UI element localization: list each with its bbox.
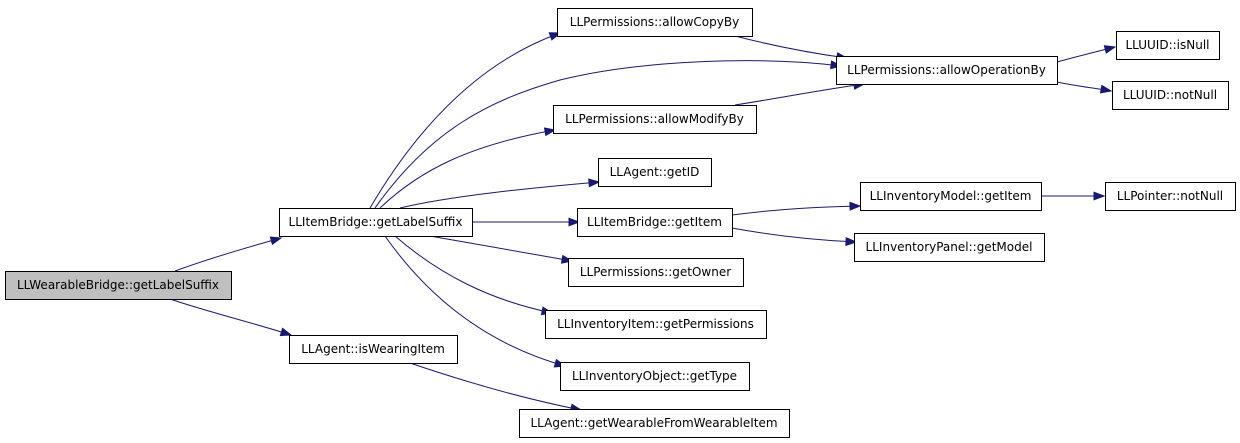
node-label: LLInventoryItem::getPermissions: [557, 317, 754, 331]
edge-n1-n8: [429, 235, 574, 264]
arrowhead-icon: [1093, 191, 1106, 201]
node-label: LLPermissions::getOwner: [580, 265, 731, 279]
edge-line: [394, 235, 553, 314]
edge-n1-n5: [379, 127, 557, 209]
edge-line: [731, 205, 861, 216]
edge-n7-n15: [731, 227, 858, 247]
node-box: [1112, 81, 1229, 110]
node-box: [577, 208, 733, 237]
node-box: [545, 310, 767, 339]
node-llagent-getwearablefromwearableitem[interactable]: LLAgent::getWearableFromWearableItem: [519, 409, 790, 438]
edge-n7-n14: [731, 201, 862, 216]
node-box: [568, 258, 744, 287]
edge-n4-n12: [1056, 45, 1117, 63]
edge-line: [399, 181, 600, 209]
node-label: LLAgent::getWearableFromWearableItem: [530, 416, 777, 430]
edge-line: [374, 60, 842, 209]
node-box: [836, 56, 1058, 85]
node-llagent-getid[interactable]: LLAgent::getID: [598, 158, 712, 187]
arrowhead-icon: [568, 217, 581, 227]
node-llinventoryitem-getpermissions[interactable]: LLInventoryItem::getPermissions: [545, 310, 767, 339]
node-label: LLUUID::isNull: [1125, 38, 1209, 52]
node-llitembridge-getitem[interactable]: LLItemBridge::getItem: [577, 208, 733, 237]
node-label: LLPermissions::allowModifyBy: [565, 112, 744, 126]
nodes-layer: LLWearableBridge::getLabelSuffix LLItemBr…: [5, 8, 1236, 438]
edge-line: [734, 35, 848, 59]
edge-line: [169, 298, 292, 336]
edge-n1-n9: [394, 235, 554, 316]
edge-line: [731, 227, 857, 243]
arrowhead-icon: [849, 201, 862, 211]
node-llpointer-notnull[interactable]: LLPointer::notNull: [1105, 182, 1236, 211]
node-label: LLPermissions::allowCopyBy: [570, 15, 739, 29]
node-label: LLItemBridge::getItem: [587, 215, 722, 229]
node-label: LLItemBridge::getLabelSuffix: [289, 215, 463, 229]
node-llagent-iswearingitem[interactable]: LLAgent::isWearingItem: [289, 335, 458, 364]
node-llpermissions-allowcopyby[interactable]: LLPermissions::allowCopyBy: [557, 8, 753, 37]
edge-n2-n11: [409, 362, 583, 413]
edge-line: [384, 235, 566, 367]
edge-n0-n2: [169, 298, 293, 337]
edge-line: [369, 32, 561, 209]
node-llitembridge-getlabelsuffix[interactable]: LLItemBridge::getLabelSuffix: [279, 208, 473, 237]
edge-n0-n1: [174, 236, 283, 272]
node-box: [854, 233, 1045, 262]
edge-n4-n13: [1056, 81, 1113, 94]
node-label: LLInventoryPanel::getModel: [866, 240, 1033, 254]
arrowhead-icon: [1103, 45, 1117, 54]
arrowhead-icon: [269, 236, 283, 246]
edge-n3-n4: [734, 35, 849, 62]
node-box: [1105, 182, 1236, 211]
node-llinventorymodel-getitem[interactable]: LLInventoryModel::getItem: [860, 182, 1042, 211]
edge-line: [409, 362, 582, 411]
node-label: LLPermissions::allowOperationBy: [847, 63, 1046, 77]
node-box: [553, 105, 757, 134]
edge-line: [429, 235, 573, 262]
node-label: LLAgent::getID: [610, 165, 700, 179]
arrowhead-icon: [543, 127, 557, 137]
node-label: LLInventoryModel::getItem: [870, 189, 1032, 203]
node-box: [279, 208, 473, 237]
edge-line: [734, 83, 865, 106]
node-box: [598, 158, 712, 187]
node-llpermissions-allowmodifyby[interactable]: LLPermissions::allowModifyBy: [553, 105, 757, 134]
arrowhead-icon: [845, 237, 858, 247]
node-lluuid-notnull[interactable]: LLUUID::notNull: [1112, 81, 1229, 110]
node-lluuid-isnull[interactable]: LLUUID::isNull: [1116, 31, 1220, 60]
arrowhead-icon: [279, 327, 293, 337]
edge-n5-n4: [734, 80, 866, 106]
node-label: LLAgent::isWearingItem: [301, 342, 445, 356]
edge-line: [379, 129, 556, 209]
arrowhead-icon: [588, 178, 601, 188]
node-label: LLUUID::notNull: [1123, 88, 1217, 102]
node-llpermissions-allowoperationby[interactable]: LLPermissions::allowOperationBy: [836, 56, 1058, 85]
node-box: [519, 409, 790, 438]
node-box: [860, 182, 1042, 211]
edge-line: [174, 237, 282, 272]
node-label: LLPointer::notNull: [1117, 189, 1223, 203]
node-box: [289, 335, 458, 364]
node-label: LLWearableBridge::getLabelSuffix: [17, 278, 219, 292]
node-llwearablebridge-getlabelsuffix[interactable]: LLWearableBridge::getLabelSuffix: [5, 271, 232, 300]
arrowhead-icon: [1099, 84, 1113, 94]
edge-n1-n6: [399, 178, 601, 209]
node-llinventoryobject-gettype[interactable]: LLInventoryObject::getType: [560, 362, 750, 391]
node-box: [557, 8, 753, 37]
node-box: [5, 271, 232, 300]
node-llpermissions-getowner[interactable]: LLPermissions::getOwner: [568, 258, 744, 287]
node-box: [1116, 31, 1220, 60]
edge-n1-n7: [472, 217, 581, 227]
node-llinventorypanel-getmodel[interactable]: LLInventoryPanel::getModel: [854, 233, 1045, 262]
edge-n14-n16: [1041, 191, 1106, 201]
node-label: LLInventoryObject::getType: [572, 369, 737, 383]
node-box: [560, 362, 750, 391]
